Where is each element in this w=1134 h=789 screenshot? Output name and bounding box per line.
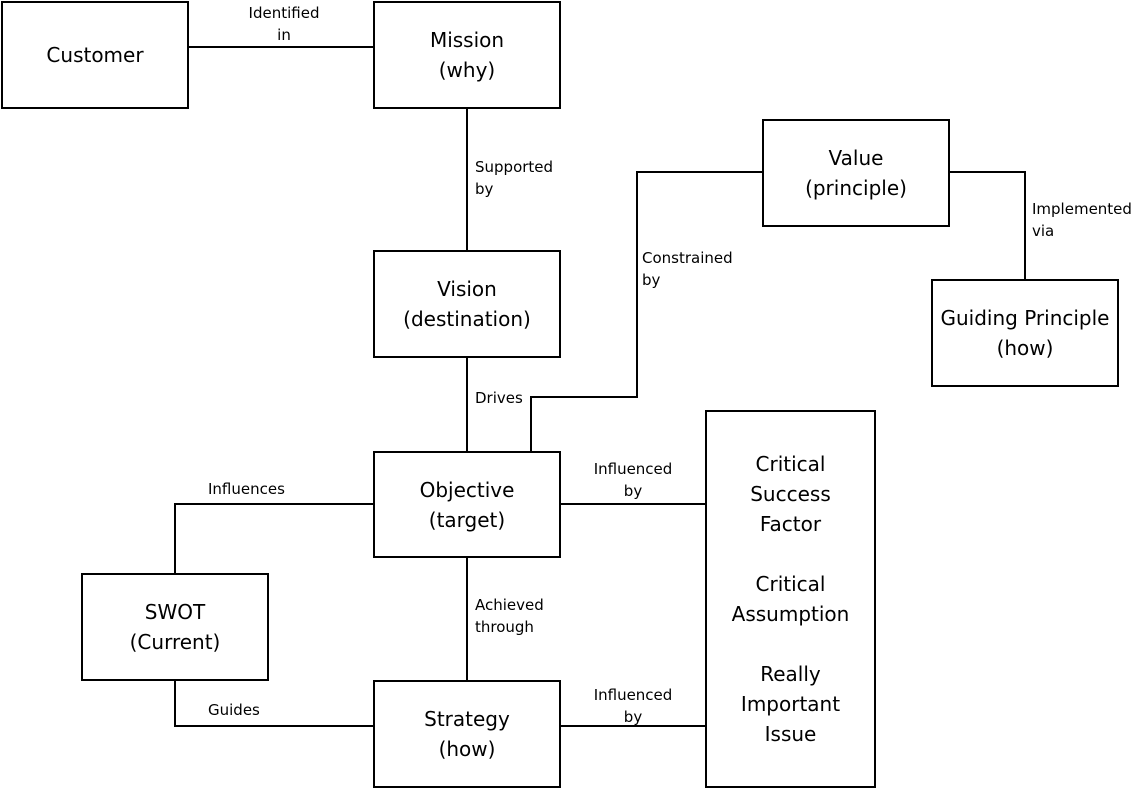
guiding-principle-sublabel: (how) bbox=[996, 336, 1054, 360]
connector-swot-strategy bbox=[174, 680, 374, 727]
vision-label: Vision bbox=[437, 277, 497, 301]
edge-label-objective-influenced-by: Influenced by bbox=[593, 460, 673, 500]
vision-box: Vision (destination) bbox=[373, 250, 561, 358]
influencers-box: Critical Success Factor Critical Assumpt… bbox=[705, 410, 876, 788]
edge-label-strategy-influenced-by: Influenced by bbox=[593, 686, 673, 726]
influencer-line: Assumption bbox=[731, 602, 850, 626]
edge-label-identified-in: Identified in bbox=[248, 4, 320, 44]
influencer-line: Critical bbox=[755, 452, 826, 476]
customer-label: Customer bbox=[46, 43, 144, 67]
guiding-principle-label: Guiding Principle bbox=[940, 306, 1110, 330]
edge-label-drives: Drives bbox=[475, 389, 523, 407]
influencer-line: Issue bbox=[764, 722, 817, 746]
connector-objective-value bbox=[530, 171, 763, 451]
influencer-line: Really bbox=[760, 662, 821, 686]
edge-label-constrained-by: Constrained by bbox=[642, 249, 733, 289]
strategy-box: Strategy (how) bbox=[373, 680, 561, 788]
strategy-sublabel: (how) bbox=[438, 737, 496, 761]
edge-label-guides: Guides bbox=[208, 701, 260, 719]
connector-value-guiding-principle bbox=[950, 171, 1026, 280]
swot-box: SWOT (Current) bbox=[81, 573, 269, 681]
vision-sublabel: (destination) bbox=[403, 307, 531, 331]
influencer-line: Critical bbox=[755, 572, 826, 596]
objective-sublabel: (target) bbox=[428, 507, 506, 532]
mission-box: Mission (why) bbox=[373, 1, 561, 109]
objective-label: Objective bbox=[419, 477, 515, 502]
connector-objective-swot bbox=[174, 503, 374, 573]
influencer-line: Success bbox=[750, 482, 831, 506]
value-sublabel: (principle) bbox=[805, 176, 907, 200]
edge-label-achieved-through: Achieved through bbox=[475, 596, 544, 636]
influencer-line: Factor bbox=[759, 512, 822, 536]
swot-sublabel: (Current) bbox=[129, 630, 221, 654]
influencer-line: Important bbox=[740, 692, 841, 716]
value-box: Value (principle) bbox=[762, 119, 950, 227]
strategy-label: Strategy bbox=[424, 707, 510, 731]
customer-box: Customer bbox=[1, 1, 189, 109]
mission-sublabel: (why) bbox=[438, 58, 496, 82]
value-label: Value bbox=[828, 146, 884, 170]
mission-label: Mission bbox=[429, 28, 505, 52]
edge-label-influences: Influences bbox=[208, 480, 285, 498]
objective-box: Objective (target) bbox=[373, 451, 561, 558]
edge-label-implemented-via: Implemented via bbox=[1032, 200, 1132, 240]
guiding-principle-box: Guiding Principle (how) bbox=[931, 279, 1119, 387]
edge-label-supported-by: Supported by bbox=[475, 158, 554, 198]
swot-label: SWOT bbox=[144, 600, 206, 624]
